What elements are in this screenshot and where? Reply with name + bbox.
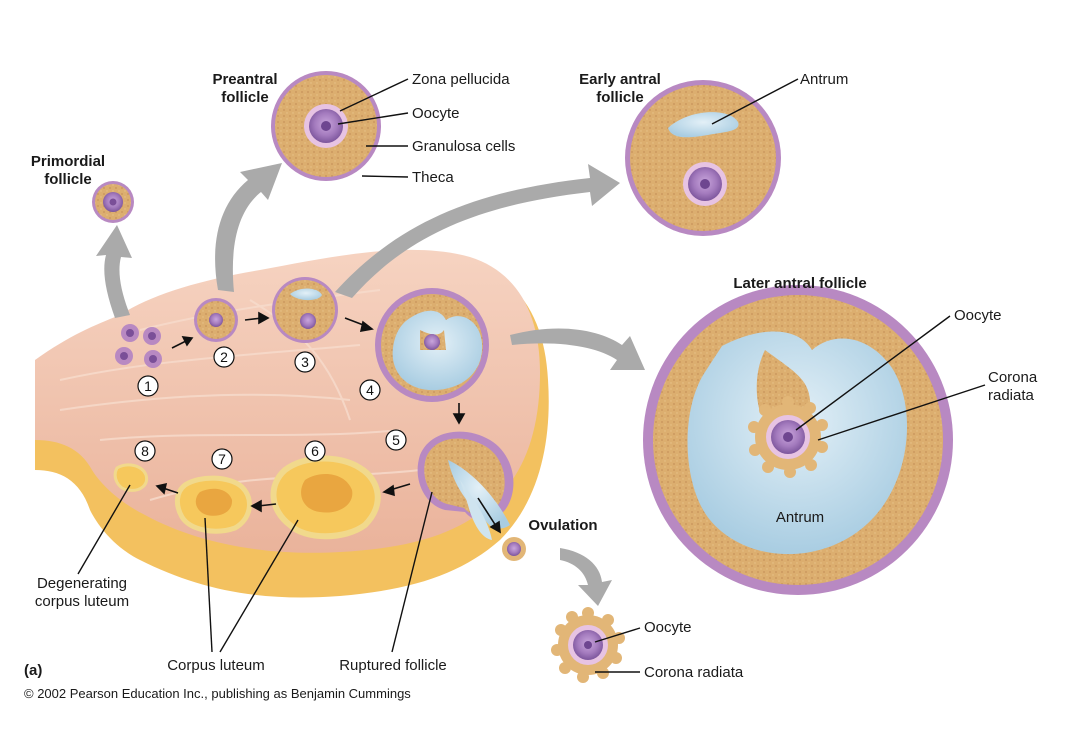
stage-6-corpus-luteum xyxy=(270,455,381,540)
label-early-antral-2: follicle xyxy=(596,89,644,106)
label-copyright: © 2002 Pearson Education Inc., publishin… xyxy=(24,686,411,701)
svg-text:2: 2 xyxy=(220,349,228,365)
stage-arrows xyxy=(155,311,501,534)
label-panel: (a) xyxy=(24,662,42,679)
label-corpus-luteum: Corpus luteum xyxy=(167,657,265,674)
stage-5-badge: 5 xyxy=(385,429,407,451)
stage-8-badge: 8 xyxy=(134,440,156,462)
stage-1-badge: 1 xyxy=(137,375,159,397)
stage-7-corpus-luteum xyxy=(175,475,252,534)
arrow-to-primordial xyxy=(96,225,132,318)
label-early-antral-1: Early antral xyxy=(579,71,661,88)
svg-text:6: 6 xyxy=(311,443,319,459)
label-corona-ovulated: Corona radiata xyxy=(644,664,744,681)
svg-text:4: 4 xyxy=(366,382,374,398)
stage-1-follicles xyxy=(115,324,162,368)
later-antral-follicle xyxy=(643,285,953,595)
stage-8-degenerating-corpus-luteum xyxy=(113,463,149,492)
stage-4-badge: 4 xyxy=(359,379,381,401)
label-antrum-later: Antrum xyxy=(776,509,824,526)
arrow-to-preantral xyxy=(215,163,282,292)
label-oocyte-ovulated: Oocyte xyxy=(644,619,692,636)
stage-6-badge: 6 xyxy=(304,440,326,462)
label-antrum-early: Antrum xyxy=(800,71,848,88)
ovulated-oocyte-large xyxy=(551,607,625,683)
svg-text:7: 7 xyxy=(218,451,226,467)
arrow-ovulation xyxy=(560,548,612,606)
label-zona-pellucida: Zona pellucida xyxy=(412,71,510,88)
preantral-follicle xyxy=(271,71,381,181)
label-degenerating-2: corpus luteum xyxy=(35,593,129,610)
ovulated-oocyte-small xyxy=(502,537,526,561)
labels: Preantral follicle Primordial follicle E… xyxy=(24,71,1038,701)
label-oocyte-later: Oocyte xyxy=(954,307,1002,324)
stage-2-follicle xyxy=(194,298,238,342)
stage-3-badge: 3 xyxy=(294,351,316,373)
label-degenerating-1: Degenerating xyxy=(37,575,127,592)
arrow-to-later-antral xyxy=(510,328,645,370)
label-corona-1: Corona xyxy=(988,369,1038,386)
stage-3-follicle xyxy=(272,277,338,343)
stage-2-badge: 2 xyxy=(213,346,235,368)
label-oocyte-preantral: Oocyte xyxy=(412,105,460,122)
label-theca: Theca xyxy=(412,169,454,186)
label-primordial-1: Primordial xyxy=(31,153,105,170)
stage-7-badge: 7 xyxy=(211,448,233,470)
label-later-antral: Later antral follicle xyxy=(733,275,866,292)
label-ovulation: Ovulation xyxy=(528,517,597,534)
label-preantral-1: Preantral xyxy=(212,71,277,88)
stage-number-circles: 1 2 3 4 5 6 7 8 xyxy=(134,346,407,470)
stage-5-ruptured-follicle xyxy=(417,431,514,540)
label-corona-2: radiata xyxy=(988,387,1035,404)
svg-text:5: 5 xyxy=(392,432,400,448)
stage-4-follicle xyxy=(375,288,489,402)
primordial-follicle xyxy=(92,181,134,223)
label-preantral-2: follicle xyxy=(221,89,269,106)
leader-lines xyxy=(77,78,986,673)
svg-text:3: 3 xyxy=(301,354,309,370)
svg-text:8: 8 xyxy=(141,443,149,459)
svg-text:1: 1 xyxy=(144,378,152,394)
label-primordial-2: follicle xyxy=(44,171,92,188)
arrow-to-early-antral xyxy=(335,164,620,298)
label-ruptured-follicle: Ruptured follicle xyxy=(339,657,447,674)
label-granulosa-cells: Granulosa cells xyxy=(412,138,515,155)
early-antral-follicle xyxy=(625,80,781,236)
gray-arrows xyxy=(96,163,645,606)
